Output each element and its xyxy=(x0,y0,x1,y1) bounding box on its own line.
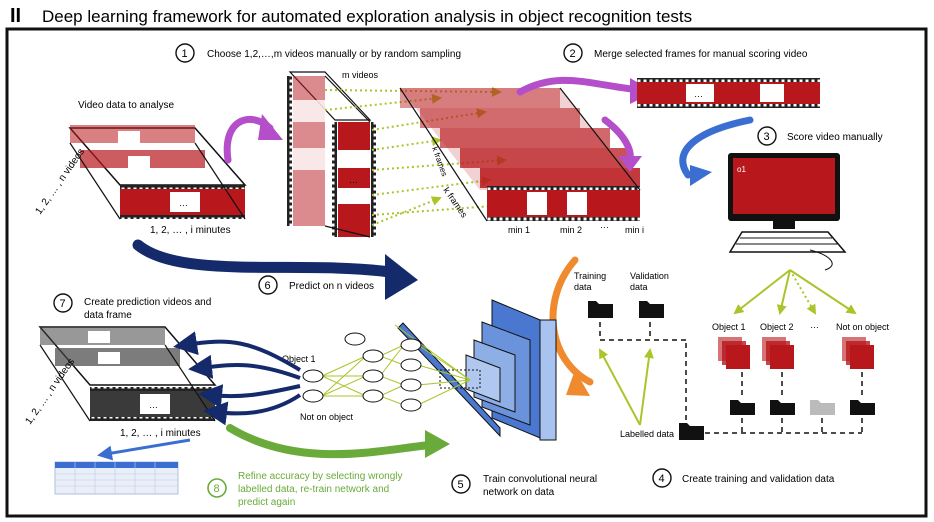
folder-icon xyxy=(810,400,835,415)
min-i-label: min i xyxy=(625,225,644,235)
section-marker: II xyxy=(10,5,21,27)
n-videos-label: 1, 2, … , n videos xyxy=(23,357,77,427)
k-frames-label: k frames xyxy=(430,146,449,178)
svg-text:data: data xyxy=(574,282,592,292)
nn-object-1-label: Object 1 xyxy=(282,354,316,364)
step-8-badge xyxy=(207,478,227,498)
i-minutes-label: 1, 2, … , i minutes xyxy=(150,225,231,236)
svg-text:7: 7 xyxy=(60,298,66,310)
min-1-label: min 1 xyxy=(508,225,530,235)
data-frame-table xyxy=(54,461,179,495)
folder-icon xyxy=(770,400,795,415)
not-on-object-label: Not on object xyxy=(836,322,890,332)
step-5-badge xyxy=(451,474,471,494)
navy-arrow-predict xyxy=(132,239,396,278)
folder-icon xyxy=(730,400,755,415)
video-data-block: Video data to analyse … 1, 2, … , n vide… xyxy=(33,100,247,236)
folder-icon xyxy=(679,423,704,440)
step-4-text: Create training and validation data xyxy=(682,474,835,485)
m-videos-label: m videos xyxy=(342,70,379,80)
svg-text:8: 8 xyxy=(214,483,220,495)
step-2-text: Merge selected frames for manual scoring… xyxy=(594,49,808,60)
svg-text:…: … xyxy=(179,198,188,208)
step-6-text: Predict on n videos xyxy=(289,281,374,292)
step-3-text: Score video manually xyxy=(787,132,883,143)
nn-not-on-object-label: Not on object xyxy=(300,412,354,422)
step-4-badge xyxy=(652,468,672,488)
figure-frame xyxy=(5,27,928,518)
step-3-badge xyxy=(757,126,777,146)
screen-label: o1 xyxy=(737,165,746,174)
step-7-text-line1: Create prediction videos and xyxy=(84,297,211,308)
output-arrows xyxy=(173,331,302,426)
step-6-badge xyxy=(258,275,278,295)
folder-icon xyxy=(850,400,875,415)
n-videos-label: 1, 2, … , n videos xyxy=(33,147,87,217)
folder-icon xyxy=(588,301,613,318)
svg-text:6: 6 xyxy=(265,280,271,292)
classification-arrows xyxy=(733,269,857,315)
folder-icon xyxy=(639,301,664,318)
m-videos-stack: m videos … xyxy=(287,70,379,238)
svg-text:…: … xyxy=(149,400,158,410)
object-1-label: Object 1 xyxy=(712,322,746,332)
blue-arrow-score xyxy=(679,116,754,179)
svg-text:…: … xyxy=(349,175,358,185)
step-7-text-line2: data frame xyxy=(84,310,132,321)
min-ellipsis: ··· xyxy=(600,222,609,232)
labelled-data-label: Labelled data xyxy=(620,429,674,439)
step-1-badge xyxy=(175,43,195,63)
dashed-connectors xyxy=(599,322,863,434)
step-8-text-line2: labelled data, re-train network and xyxy=(238,484,389,495)
svg-text:data: data xyxy=(630,282,648,292)
video-data-label: Video data to analyse xyxy=(78,100,174,111)
k-frames-label: k frames xyxy=(441,185,469,219)
purple-arrow-merge xyxy=(516,76,644,96)
cnn-icon xyxy=(397,299,557,441)
green-arrow-refine xyxy=(226,424,434,459)
svg-text:4: 4 xyxy=(659,473,665,485)
svg-text:5: 5 xyxy=(458,479,464,491)
svg-text:2: 2 xyxy=(570,48,576,60)
computer-icon: o1 xyxy=(728,153,847,271)
svg-text:3: 3 xyxy=(764,131,770,143)
svg-text:1: 1 xyxy=(182,48,188,60)
training-label: Training xyxy=(574,271,606,281)
step-7-badge xyxy=(53,293,73,313)
validation-label: Validation xyxy=(630,271,669,281)
category-folders xyxy=(730,400,875,415)
step-8-text-line3: predict again xyxy=(238,497,295,508)
step-2-badge xyxy=(563,43,583,63)
object-categories: Object 1 Object 2 … Not on object xyxy=(712,320,890,369)
object-2-label: Object 2 xyxy=(760,322,794,332)
step-5-text-line1: Train convolutional neural xyxy=(483,474,597,485)
min-2-label: min 2 xyxy=(560,225,582,235)
step-5-text-line2: network on data xyxy=(483,487,555,498)
figure-title: Deep learning framework for automated ex… xyxy=(42,7,692,26)
frame-grid-block: k frames k frames min 1 min 2 ··· min i xyxy=(399,87,644,235)
step-1-text: Choose 1,2,…,m videos manually or by ran… xyxy=(207,49,461,60)
blue-arrow-dataframe xyxy=(97,438,191,461)
neural-network: Object 1 Not on object xyxy=(282,324,471,422)
object-ellipsis: … xyxy=(810,320,819,330)
svg-text:…: … xyxy=(694,89,703,99)
i-minutes-label: 1, 2, … , i minutes xyxy=(120,428,201,439)
merged-video-strip: … xyxy=(637,78,820,108)
training-validation: Training data Validation data Labelled d… xyxy=(574,271,704,440)
step-8-text-line1: Refine accuracy by selecting wrongly xyxy=(238,471,403,482)
